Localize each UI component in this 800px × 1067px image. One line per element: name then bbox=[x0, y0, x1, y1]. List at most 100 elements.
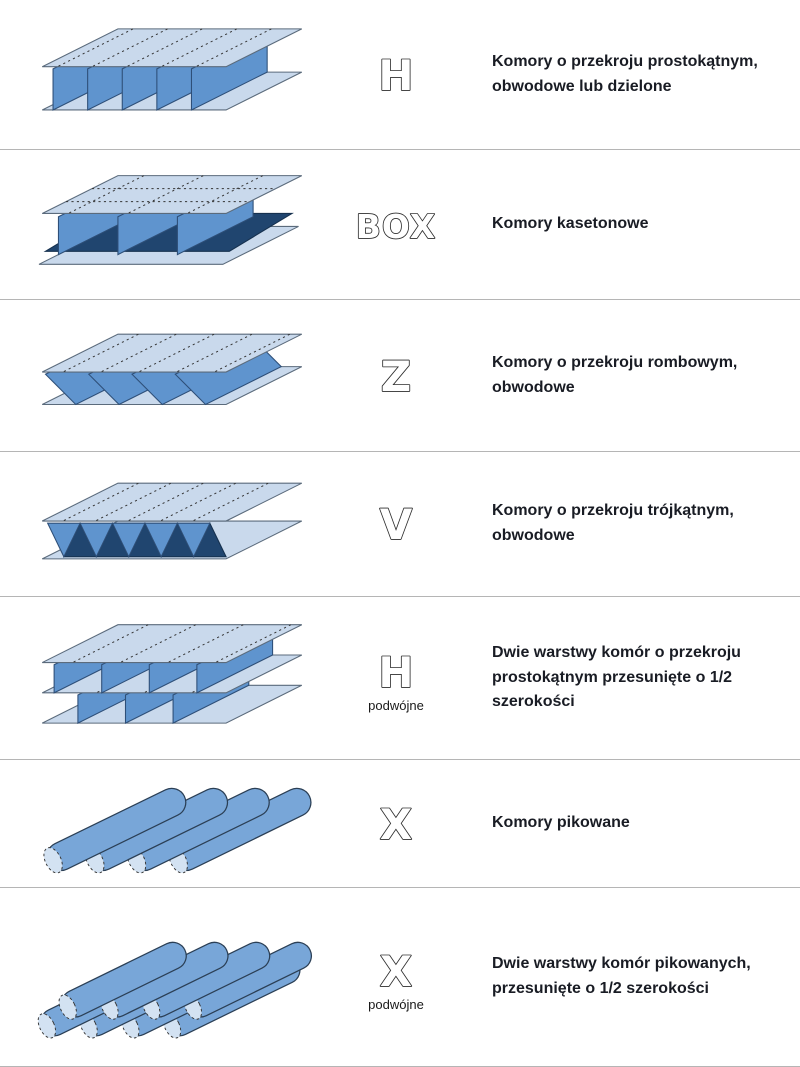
stitch-line bbox=[216, 624, 293, 663]
double-rectangular-chambers-drawing bbox=[41, 624, 303, 725]
code-column: X bbox=[326, 797, 466, 851]
sheet-face bbox=[41, 333, 303, 373]
top-sheet bbox=[41, 28, 303, 68]
description-column: Dwie warstwy komór pikowanych, przesunię… bbox=[466, 952, 780, 1002]
sheet-face bbox=[41, 482, 303, 522]
code-column: H podwójne bbox=[326, 645, 466, 712]
row-description: Dwie warstwy komór pikowanych, przesunię… bbox=[492, 955, 751, 997]
stitch-line bbox=[120, 624, 198, 663]
stitch-line bbox=[196, 28, 273, 67]
code-letter: Z bbox=[380, 351, 412, 402]
front-triangle bbox=[46, 522, 81, 558]
double-quilted-chambers-drawing bbox=[37, 941, 313, 1039]
code-text: X bbox=[380, 800, 412, 849]
code-text: V bbox=[380, 500, 413, 549]
description-column: Komory pikowane bbox=[466, 811, 780, 836]
row-h-double-chambers: H podwójne Dwie warstwy komór o przekroj… bbox=[0, 597, 800, 760]
illustration-double-quilted-chambers bbox=[26, 907, 326, 1048]
stitch-line bbox=[168, 624, 245, 663]
illustration-quilted-chambers bbox=[26, 756, 326, 892]
rectangular-chambers-drawing bbox=[41, 28, 303, 112]
row-description: Dwie warstwy komór o przekroju prostokąt… bbox=[492, 643, 741, 711]
row-description: Komory pikowane bbox=[492, 814, 630, 832]
illustration-rectangular-chambers bbox=[26, 4, 326, 145]
code-letter: BOX bbox=[355, 206, 436, 247]
illustration-double-rectangular-chambers bbox=[26, 602, 326, 753]
row-box-chambers: BOX Komory kasetonowe bbox=[0, 150, 800, 300]
row-h-chambers: H Komory o przekroju prostokątnym, obwod… bbox=[0, 0, 800, 150]
code-column: BOX bbox=[326, 198, 466, 252]
stitch-line bbox=[127, 28, 204, 67]
code-column: H bbox=[326, 48, 466, 102]
stitch-line bbox=[63, 333, 140, 373]
stitch-line bbox=[96, 481, 173, 521]
stitch-line bbox=[69, 174, 146, 214]
code-column: Z bbox=[326, 349, 466, 403]
zigzag-ribs bbox=[46, 521, 227, 558]
code-text: X bbox=[380, 947, 412, 996]
code-letter: V bbox=[379, 499, 414, 550]
description-column: Komory o przekroju prostokątnym, obwodow… bbox=[466, 50, 780, 100]
code-column: V bbox=[326, 497, 466, 551]
stitch-line bbox=[92, 28, 169, 67]
top-sheet bbox=[41, 333, 303, 373]
top-sheet bbox=[41, 481, 303, 522]
top-tube-layer bbox=[58, 941, 313, 1020]
description-column: Komory kasetonowe bbox=[466, 212, 780, 237]
illustration-triangular-chambers bbox=[26, 454, 326, 595]
stitch-line bbox=[215, 333, 292, 373]
sheet-face bbox=[41, 175, 303, 215]
tube-face bbox=[58, 994, 77, 1020]
stitch-line bbox=[193, 481, 270, 521]
stitch-line bbox=[160, 481, 238, 521]
quilted-tubes bbox=[43, 787, 312, 874]
stitch-line bbox=[162, 28, 239, 67]
code-text: H bbox=[378, 648, 413, 697]
description-column: Dwie warstwy komór o przekroju prostokąt… bbox=[466, 641, 780, 715]
stitch-line bbox=[188, 174, 265, 214]
stitch-line bbox=[177, 333, 254, 373]
row-description: Komory o przekroju prostokątnym, obwodow… bbox=[492, 52, 758, 95]
stitch-line bbox=[73, 624, 150, 663]
tube-face bbox=[43, 846, 63, 874]
front-triangle bbox=[144, 522, 179, 558]
front-triangle bbox=[79, 522, 114, 558]
sheet-face bbox=[41, 28, 303, 68]
illustration-rhombic-chambers bbox=[26, 305, 326, 446]
stitch-line bbox=[58, 28, 135, 67]
illustration-box-chambers bbox=[26, 154, 326, 295]
stitch-line bbox=[139, 333, 216, 373]
description-column: Komory o przekroju rombowym, obwodowe bbox=[466, 351, 780, 401]
stitch-line bbox=[63, 481, 140, 521]
code-column: X podwójne bbox=[326, 944, 466, 1011]
code-text: BOX bbox=[356, 207, 436, 246]
sheet-face bbox=[41, 624, 303, 664]
tube bbox=[183, 941, 313, 1020]
row-description: Komory o przekroju trójkątnym, obwodowe bbox=[492, 502, 734, 544]
top-sheet bbox=[41, 174, 303, 215]
code-letter: X bbox=[379, 946, 413, 997]
row-x-double-chambers: X podwójne Dwie warstwy komór pikowanych… bbox=[0, 888, 800, 1067]
rhombic-chambers-drawing bbox=[41, 333, 303, 406]
code-sublabel: podwójne bbox=[368, 697, 424, 713]
code-letter: H bbox=[378, 50, 415, 101]
triangular-chambers-drawing bbox=[41, 481, 303, 560]
description-column: Komory o przekroju trójkątnym, obwodowe bbox=[466, 499, 780, 549]
quilted-chambers-drawing bbox=[43, 787, 312, 874]
row-z-chambers: Z Komory o przekroju rombowym, obwodowe bbox=[0, 300, 800, 452]
code-text: Z bbox=[381, 352, 411, 401]
row-description: Komory kasetonowe bbox=[492, 215, 649, 233]
stitch-line bbox=[101, 333, 178, 373]
code-letter: H bbox=[378, 647, 415, 698]
tube bbox=[58, 941, 187, 1020]
row-description: Komory o przekroju rombowym, obwodowe bbox=[492, 353, 738, 396]
tube-face bbox=[37, 1012, 57, 1039]
row-v-chambers: V Komory o przekroju trójkątnym, obwodow… bbox=[0, 452, 800, 597]
stitch-line bbox=[128, 481, 205, 521]
row-x-chambers: X Komory pikowane bbox=[0, 760, 800, 888]
top-sheet bbox=[41, 624, 303, 664]
code-sublabel: podwójne bbox=[368, 996, 424, 1012]
code-text: H bbox=[378, 51, 413, 100]
code-letter: X bbox=[379, 799, 413, 850]
